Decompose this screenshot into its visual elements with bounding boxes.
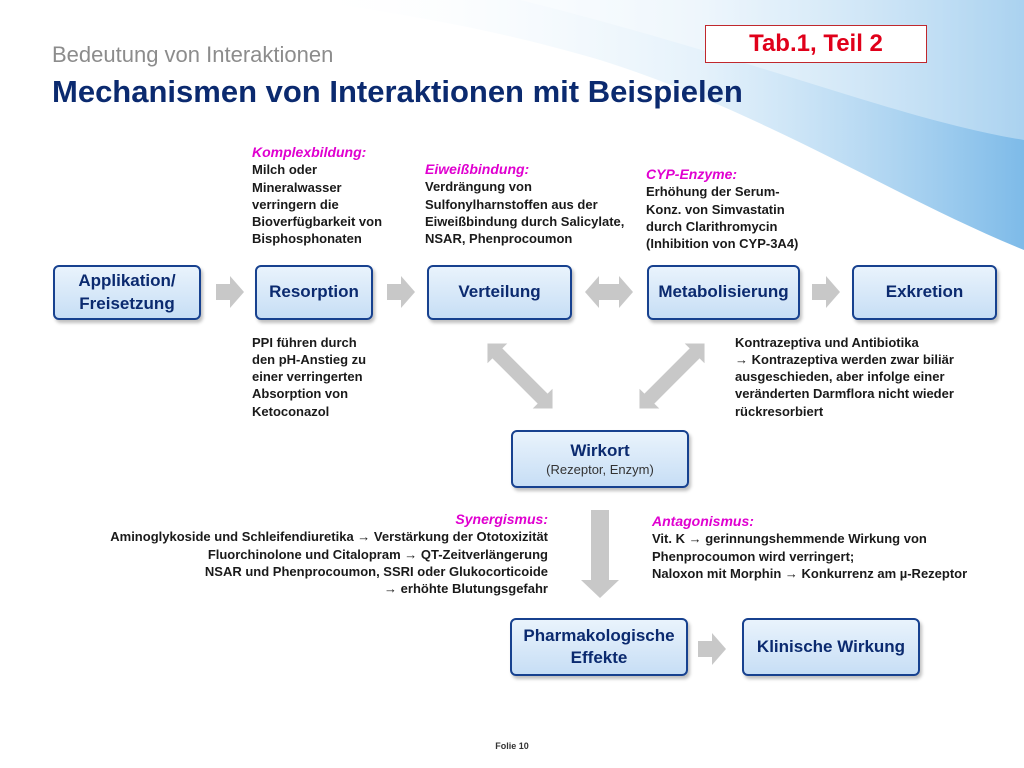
cyp-line: Konz. von Simvastatin <box>646 201 785 217</box>
eiweissbindung-line: NSAR, Phenprocoumon <box>425 230 573 246</box>
synergismus-line: NSAR und Phenprocoumon, SSRI oder Glukoc… <box>204 563 548 579</box>
annotation-cyp-enzyme: CYP-Enzyme: Erhöhung der Serum- Konz. vo… <box>646 165 798 252</box>
box-exkretion: Exkretion <box>852 265 997 320</box>
antagonismus-line: Phenprocoumon wird verringert; <box>652 548 855 564</box>
annotation-synergismus: Synergismus: Aminoglykoside und Schleife… <box>60 510 548 597</box>
annotation-eiweissbindung: Eiweißbindung: Verdrängung von Sulfonylh… <box>425 160 624 247</box>
ppi-line: Absorption von <box>252 386 349 402</box>
cyp-line: (Inhibition von CYP-3A4) <box>646 235 799 251</box>
box-exkretion-label: Exkretion <box>885 282 964 302</box>
box-pharmakologische-effekte: Pharmakologische Effekte <box>510 618 688 676</box>
kontrazeptiva-line: Kontrazeptiva und Antibiotika <box>735 335 919 350</box>
komplexbildung-line: verringern die <box>252 196 339 212</box>
synergismus-title: Synergismus: <box>455 511 548 527</box>
eiweissbindung-line: Verdrängung von <box>425 179 532 195</box>
kontrazeptiva-line: rückresorbiert <box>735 403 824 419</box>
arrow-resorption-verteilung <box>387 276 415 308</box>
box-applikation-line1: Applikation/ <box>78 271 176 291</box>
box-resorption: Resorption <box>255 265 373 320</box>
slide-title: Mechanismen von Interaktionen mit Beispi… <box>52 74 743 109</box>
annotation-kontrazeptiva: Kontrazeptiva und Antibiotika → Kontraze… <box>735 334 954 420</box>
box-pharmakologische-line1: Pharmakologische <box>523 625 675 645</box>
komplexbildung-line: Milch oder <box>252 162 318 178</box>
ppi-line: Ketoconazol <box>252 403 330 419</box>
annotation-komplexbildung: Komplexbildung: Milch oder Mineralwasser… <box>252 143 382 247</box>
antagonismus-line: Naloxon mit Morphin → Konkurrenz am µ-Re… <box>652 565 968 581</box>
arrow-verteilung-metabolisierung <box>585 276 633 308</box>
ppi-line: PPI führen durch <box>252 335 357 350</box>
box-applikation-line2: Freisetzung <box>79 293 175 313</box>
annotation-ppi: PPI führen durch den pH-Anstieg zu einer… <box>252 334 366 420</box>
box-metabolisierung: Metabolisierung <box>647 265 800 320</box>
box-applikation: Applikation/ Freisetzung <box>53 265 201 320</box>
eiweissbindung-title: Eiweißbindung: <box>425 161 530 177</box>
box-klinische-wirkung: Klinische Wirkung <box>742 618 920 676</box>
box-verteilung-label: Verteilung <box>458 282 541 302</box>
komplexbildung-line: Bioverfügbarkeit von <box>252 213 383 229</box>
box-klinische-label: Klinische Wirkung <box>756 636 906 656</box>
ppi-line: den pH-Anstieg zu <box>252 352 367 368</box>
box-pharmakologische-line2: Effekte <box>570 648 628 667</box>
kontrazeptiva-line: → Kontrazeptiva werden zwar biliär <box>735 352 954 368</box>
synergismus-line: Aminoglykoside und Schleifendiuretika → … <box>110 529 548 545</box>
box-wirkort-title: Wirkort <box>570 440 630 460</box>
kontrazeptiva-line: veränderten Darmflora nicht wieder <box>735 386 954 402</box>
slide-footer: Folie 10 <box>495 741 529 751</box>
box-resorption-label: Resorption <box>269 282 359 302</box>
arrow-effekte-klinische <box>698 633 726 665</box>
slide-subtitle: Bedeutung von Interaktionen <box>52 42 334 67</box>
arrow-applikation-resorption <box>216 276 244 308</box>
eiweissbindung-line: Eiweißbindung durch Salicylate, <box>425 213 625 229</box>
annotation-antagonismus: Antagonismus: Vit. K → gerinnungshemmend… <box>652 512 967 582</box>
antagonismus-title: Antagonismus: <box>652 513 754 529</box>
arrow-metabolisierung-exkretion <box>812 276 840 308</box>
eiweissbindung-line: Sulfonylharnstoffen aus der <box>425 196 598 212</box>
synergismus-line: Fluorchinolone und Citalopram → QT-Zeitv… <box>207 546 548 562</box>
cyp-line: Erhöhung der Serum- <box>646 184 780 200</box>
arrow-wirkort-effekte <box>581 510 619 598</box>
box-wirkort-sub: (Rezeptor, Enzym) <box>546 461 654 477</box>
komplexbildung-line: Mineralwasser <box>252 179 342 195</box>
box-wirkort: Wirkort (Rezeptor, Enzym) <box>511 430 689 488</box>
tab-label: Tab.1, Teil 2 <box>705 25 927 63</box>
box-verteilung: Verteilung <box>427 265 572 320</box>
ppi-line: einer verringerten <box>252 369 363 385</box>
cyp-line: durch Clarithromycin <box>646 218 778 234</box>
arrow-verteilung-wirkort <box>487 343 553 409</box>
antagonismus-line: Vit. K → gerinnungshemmende Wirkung von <box>652 531 927 547</box>
arrow-metabolisierung-wirkort <box>639 343 705 409</box>
cyp-title: CYP-Enzyme: <box>646 166 738 182</box>
kontrazeptiva-line: ausgeschieden, aber infolge einer <box>735 369 945 385</box>
box-metabolisierung-label: Metabolisierung <box>658 282 789 302</box>
komplexbildung-line: Bisphosphonaten <box>252 231 362 247</box>
synergismus-line: → erhöhte Blutungsgefahr <box>384 580 548 596</box>
komplexbildung-title: Komplexbildung: <box>252 144 367 160</box>
